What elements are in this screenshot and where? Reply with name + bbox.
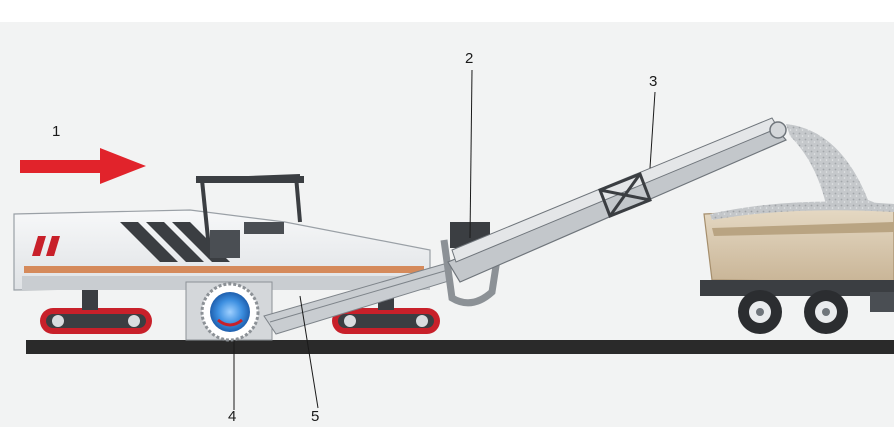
callout-label-2: 2	[465, 50, 474, 67]
callout-label-3: 3	[649, 73, 658, 90]
milling-machine	[13, 117, 787, 342]
truck-wheel	[804, 290, 848, 334]
milling-drum	[200, 282, 260, 342]
dump-truck	[700, 201, 894, 334]
callout-label-5: 5	[311, 408, 320, 425]
road-surface	[26, 340, 894, 354]
direction-arrow	[20, 148, 146, 184]
discharge-conveyor	[447, 117, 787, 283]
callout-leaders	[233, 69, 656, 410]
callout-label-1: 1	[52, 123, 61, 140]
callout-label-4: 4	[228, 408, 237, 425]
truck-wheel	[738, 290, 782, 334]
transfer-chute	[440, 239, 504, 307]
milled-material-stream	[786, 124, 894, 228]
